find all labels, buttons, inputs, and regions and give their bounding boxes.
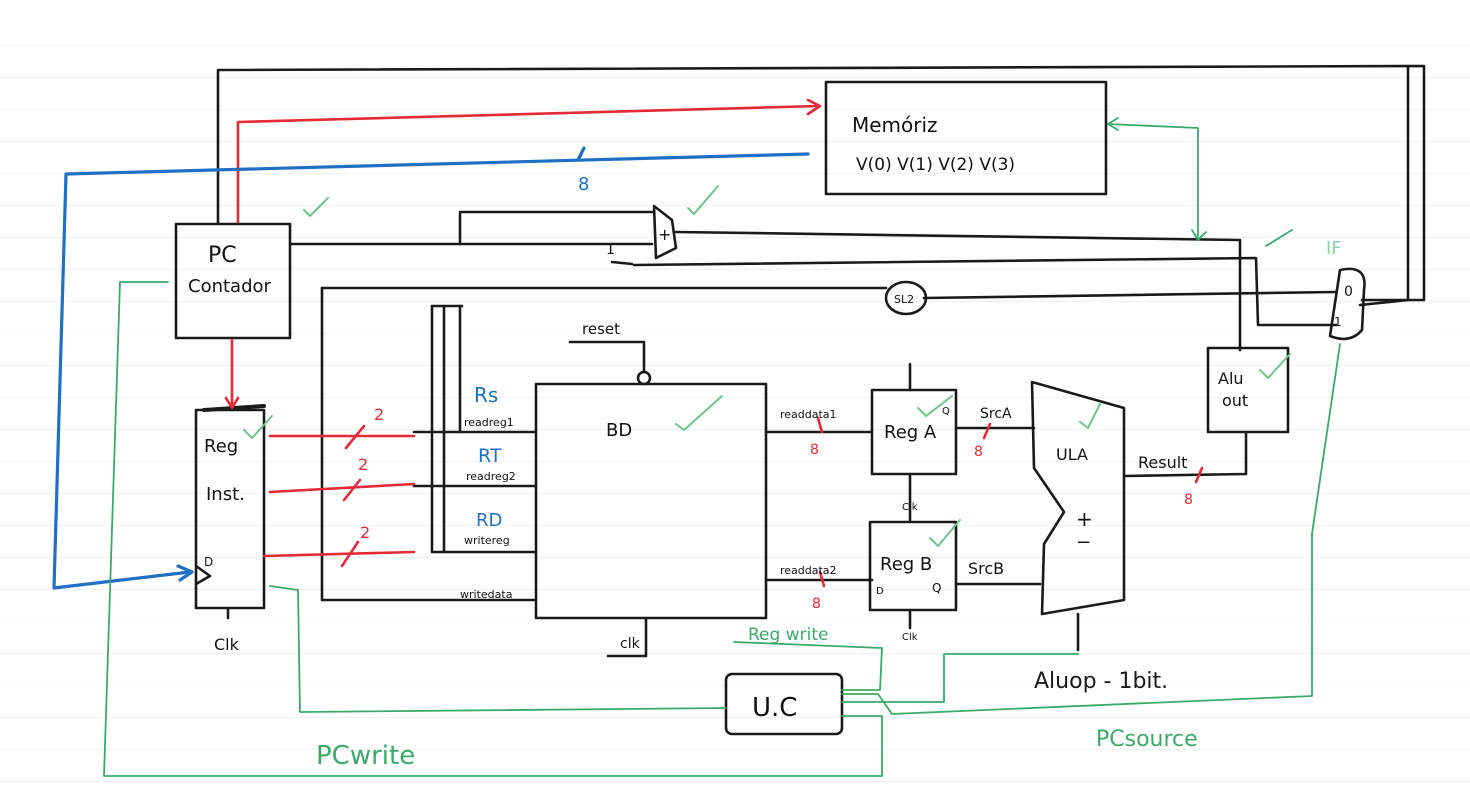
- mux-in1: 1: [1334, 315, 1342, 329]
- check-icon: [917, 395, 953, 417]
- reg-inst-clk-label: Clk: [214, 635, 240, 654]
- adder-in-label: 1: [606, 242, 615, 258]
- pc-label: PC: [208, 243, 237, 268]
- label-rs: Rs: [474, 383, 498, 407]
- ula-block: [1030, 380, 1126, 616]
- sl2-label: SL2: [894, 293, 914, 306]
- port-readreg2: readreg2: [466, 470, 516, 483]
- red-wires: [224, 98, 1204, 588]
- reg-inst-d-label: D: [204, 555, 213, 569]
- out-readdata1: readdata1: [780, 408, 837, 421]
- reg-inst-label: Reg: [204, 436, 238, 457]
- bd-clk-label: clk: [620, 636, 641, 652]
- control-regwrite: Reg write: [748, 625, 828, 645]
- result-label: Result: [1138, 453, 1187, 472]
- reg-a-clk: Clk: [902, 502, 918, 513]
- bus-width-8-readdata1: 8: [810, 442, 819, 458]
- check-icon: [687, 185, 719, 215]
- pc-contador-label: Contador: [188, 276, 272, 297]
- memory-block: [824, 80, 1108, 196]
- reg-a-block: [870, 388, 958, 476]
- port-writereg: writereg: [464, 534, 510, 547]
- check-icon: [243, 415, 273, 439]
- label-rt: RT: [478, 445, 502, 467]
- alu-out-block: [1206, 346, 1290, 434]
- check-icon: [1079, 403, 1101, 429]
- reg-b-block: [868, 520, 958, 612]
- bus-width-8-readdata2: 8: [812, 596, 821, 612]
- black-wires: [216, 64, 1426, 658]
- green-wires: [103, 117, 1341, 777]
- control-if: IF: [1326, 238, 1342, 259]
- control-pcsource: PCsource: [1096, 727, 1198, 752]
- check-icon: [675, 395, 723, 431]
- alu-out-label-2: out: [1222, 391, 1248, 410]
- port-writedata: writedata: [460, 588, 512, 601]
- bus-width-8-srca: 8: [974, 444, 983, 460]
- port-readreg1: readreg1: [464, 416, 514, 429]
- reg-b-clk: Clk: [902, 632, 918, 643]
- blocks: [174, 80, 1366, 736]
- mux-in0: 0: [1344, 284, 1353, 300]
- memory-title: Memóriz: [852, 113, 938, 137]
- label-rd: RD: [476, 510, 502, 531]
- bus-width-2c: 2: [360, 523, 370, 542]
- bd-block: [534, 382, 768, 620]
- bus-width-2b: 2: [358, 455, 368, 474]
- adder-block: [652, 204, 678, 260]
- alu-out-label: Alu: [1218, 369, 1244, 388]
- uc-block: [724, 672, 844, 736]
- srcb-label: SrcB: [968, 559, 1004, 578]
- reg-b-d: D: [876, 586, 884, 597]
- out-readdata2: readdata2: [780, 564, 837, 577]
- check-marks: [243, 185, 1291, 547]
- if-mux-block: [1328, 267, 1366, 341]
- bus-width-8-memory: 8: [578, 174, 589, 195]
- reg-inst-label-2: Inst.: [206, 484, 245, 505]
- bus-width-2a: 2: [374, 405, 384, 424]
- check-icon: [303, 197, 329, 217]
- reg-a-title: Reg A: [884, 422, 937, 443]
- control-pcwrite: PCwrite: [316, 741, 415, 771]
- pc-block: [174, 222, 292, 340]
- srca-label: SrcA: [980, 406, 1012, 422]
- reg-b-q: Q: [932, 581, 941, 595]
- check-icon: [929, 519, 961, 547]
- bd-title: BD: [606, 420, 632, 441]
- ula-plus: +: [1076, 507, 1093, 531]
- bd-reset-label: reset: [582, 320, 620, 338]
- ula-title: ULA: [1056, 445, 1088, 464]
- adder-plus: +: [658, 225, 671, 244]
- control-aluop: Aluop - 1bit.: [1034, 669, 1168, 694]
- ula-minus: −: [1076, 532, 1091, 553]
- memory-vectors: V(0) V(1) V(2) V(3): [856, 155, 1015, 175]
- sl2-block: [884, 280, 928, 316]
- bus-width-8-result: 8: [1184, 492, 1193, 508]
- uc-label: U.C: [752, 693, 797, 723]
- reg-b-title: Reg B: [880, 554, 932, 575]
- blue-wires: [52, 146, 810, 590]
- check-icon: [1259, 353, 1291, 379]
- reg-a-q: Q: [942, 406, 950, 417]
